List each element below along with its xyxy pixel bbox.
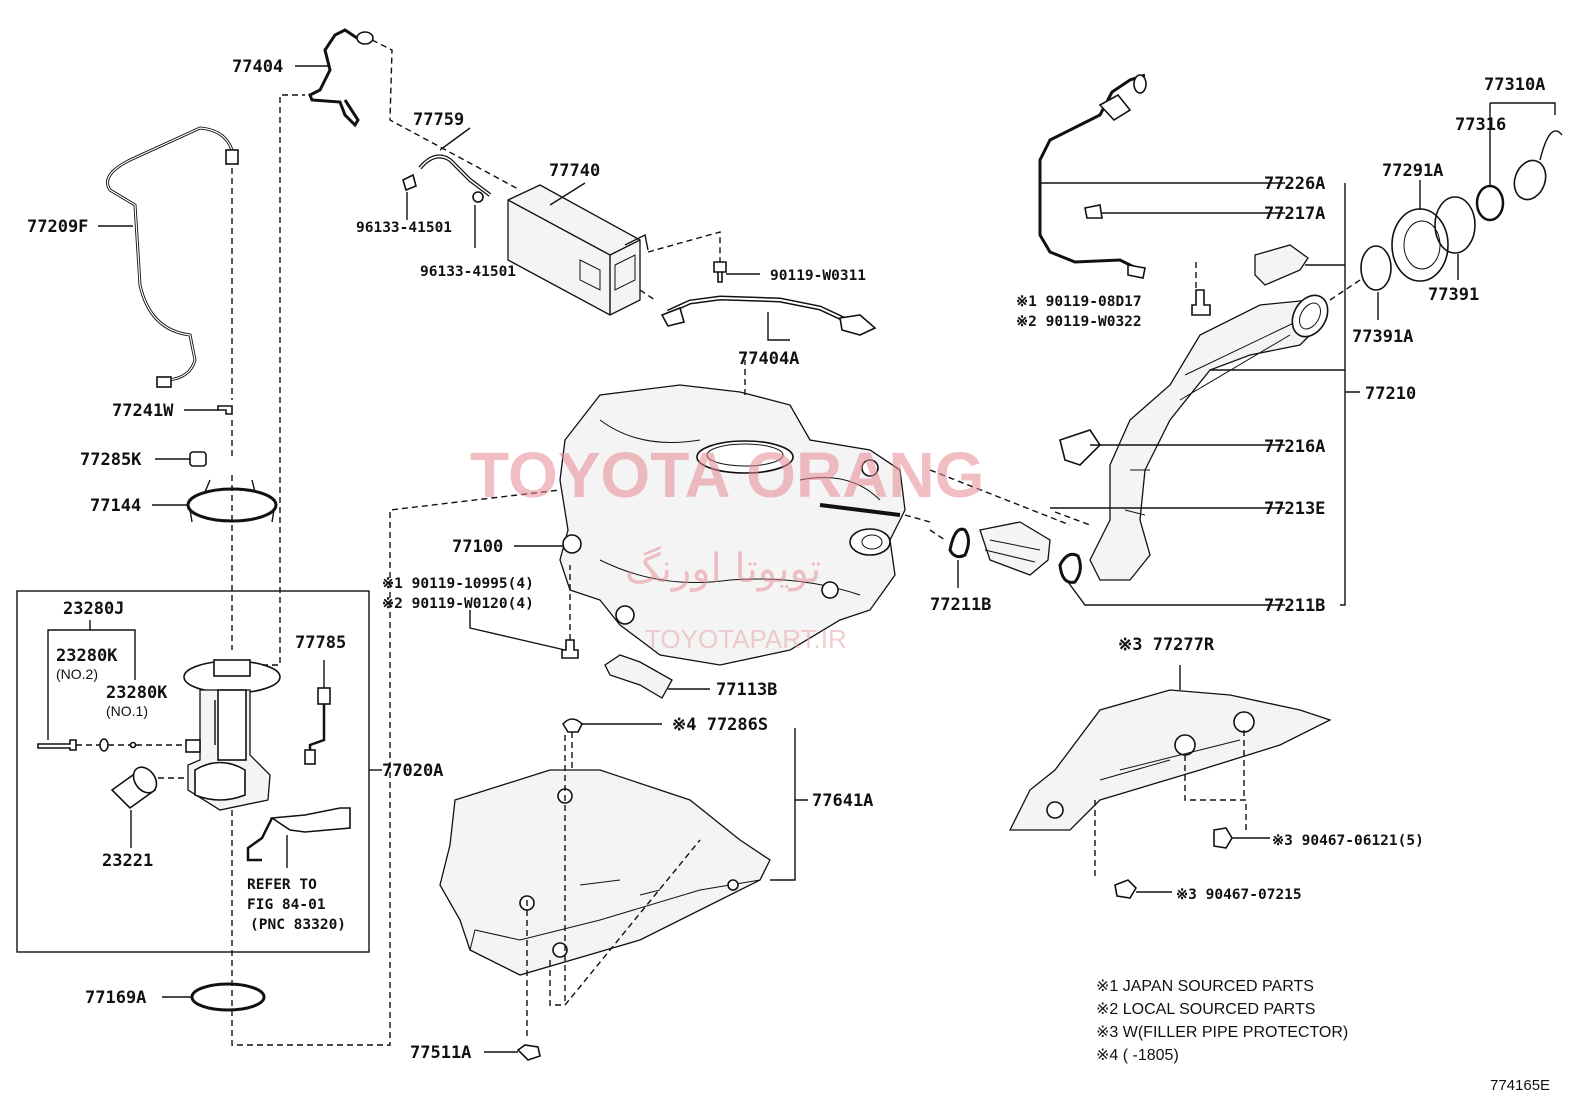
cap-77286s (562, 718, 583, 733)
label-23221: 23221 (102, 851, 153, 871)
label-77277r: ※3 77277R (1118, 635, 1215, 655)
label-77286s: ※4 77286S (672, 715, 768, 735)
fuel-tank-77100 (559, 384, 906, 666)
label-77291a: 77291A (1382, 161, 1443, 181)
label-77511a: 77511A (410, 1043, 471, 1063)
tank-protector-77641a (439, 769, 771, 976)
label-96133-41501-b: 96133-41501 (420, 264, 516, 280)
label-90119-w0322: ※2 90119-W0322 (1016, 314, 1142, 330)
label-77404a: 77404A (738, 349, 799, 369)
watermark-site: TOYOTAPART.IR (645, 624, 847, 654)
bolt-90119-w0311 (713, 261, 727, 283)
label-77209f: 77209F (27, 217, 88, 237)
breather-hose-77226a (1038, 73, 1146, 272)
label-77210: 77210 (1365, 384, 1416, 404)
label-23280k-no2: 23280K (56, 646, 118, 666)
wire-harness-77785 (317, 687, 331, 705)
label-96133-41501-a: 96133-41501 (356, 220, 452, 236)
fuel-sender-tube (106, 126, 234, 386)
fuel-cap-77310a (1513, 130, 1563, 201)
label-23280k-no1: 23280K (106, 683, 168, 703)
assembly-centerline (231, 168, 561, 1046)
bolt-90467-06121 (1213, 827, 1233, 849)
fuel-pump-module (183, 94, 305, 811)
label-no1: (NO.1) (106, 703, 148, 719)
refer-line-2: FIG 84-01 (247, 897, 326, 913)
hose-77759 (418, 154, 492, 197)
watermark-main: TOYOTA ORANG (470, 439, 984, 511)
bracket-77113b (604, 654, 673, 699)
label-77316: 77316 (1455, 115, 1506, 135)
grommet-77285k (189, 451, 207, 467)
bolt-90467-07215 (1114, 879, 1138, 899)
label-77391a: 77391A (1352, 327, 1413, 347)
label-77285k: 77285K (80, 450, 142, 470)
filter-23280k-no2 (37, 739, 77, 751)
label-77759: 77759 (413, 110, 464, 130)
label-77169a: 77169A (85, 988, 146, 1008)
label-90119-w0311: 90119-W0311 (770, 268, 866, 284)
clamp-77217a (1084, 204, 1103, 219)
footnote-3: ※3 W(FILLER PIPE PROTECTOR) (1096, 1024, 1348, 1041)
gasket-77391 (1434, 196, 1476, 254)
label-77020a: 77020A (382, 761, 443, 781)
clamp-77211b-left (948, 527, 970, 559)
filler-pipe-protector-77277r (1008, 689, 1332, 831)
clamp-77211b-right (1058, 552, 1082, 584)
charcoal-canister-77740 (507, 184, 649, 316)
footnote-4: ※4 ( -1805) (1096, 1047, 1179, 1064)
label-77785: 77785 (295, 633, 346, 653)
label-77211b-left: 77211B (930, 595, 991, 615)
bolt-90119-08d17 (1191, 289, 1211, 316)
watermark-persian: تویوتا اورنگ (625, 546, 821, 592)
level-gauge-connector (269, 807, 351, 833)
label-77241w: 77241W (112, 401, 174, 421)
label-77216a: 77216A (1264, 437, 1325, 457)
label-23280j: 23280J (63, 599, 124, 619)
label-77213e: 77213E (1264, 499, 1325, 519)
label-77211b-right: 77211B (1264, 596, 1325, 616)
label-no2: (NO.2) (56, 666, 98, 682)
sender-connector (225, 149, 239, 165)
label-77391: 77391 (1428, 285, 1479, 305)
label-77310a: 77310A (1484, 75, 1545, 95)
label-90119-10995: ※1 90119-10995(4) (382, 576, 534, 592)
refer-line-1: REFER TO (247, 877, 317, 893)
label-77100: 77100 (452, 537, 503, 557)
footnote-1: ※1 JAPAN SOURCED PARTS (1096, 978, 1314, 995)
label-77404: 77404 (232, 57, 283, 77)
vent-hose-77404 (308, 28, 361, 128)
label-90467-07215: ※3 90467-07215 (1176, 887, 1302, 903)
filler-pipe-77210 (1059, 244, 1329, 581)
label-90119-w0120: ※2 90119-W0120(4) (382, 596, 534, 612)
gasket-77391a (1360, 245, 1392, 291)
label-77113b: 77113B (716, 680, 777, 700)
label-77144: 77144 (90, 496, 141, 516)
clip-77241w (217, 405, 233, 415)
hose-77213e (979, 521, 1051, 576)
pump-assembly-frame (16, 590, 370, 953)
label-77740: 77740 (549, 161, 600, 181)
refer-line-3: (PNC 83320) (250, 917, 346, 933)
figure-code: 774165E (1490, 1077, 1550, 1094)
label-90119-08d17: ※1 90119-08D17 (1016, 294, 1142, 310)
label-77217a: 77217A (1264, 204, 1325, 224)
tank-bolt (561, 639, 579, 659)
label-90467-06121: ※3 90467-06121(5) (1272, 833, 1424, 849)
label-77226a: 77226A (1264, 174, 1325, 194)
gasket-77169a (190, 982, 266, 1012)
gasket-77316 (1475, 184, 1505, 222)
clip-77511a (516, 1044, 541, 1061)
footnote-2: ※2 LOCAL SOURCED PARTS (1096, 1001, 1315, 1018)
label-77641a: 77641A (812, 791, 873, 811)
